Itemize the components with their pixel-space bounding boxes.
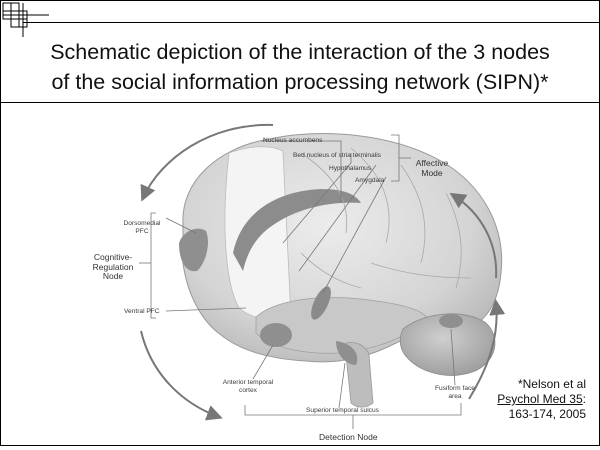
label-dorsomedial-pfc: Dorsomedial PFC	[123, 220, 161, 235]
citation-line-1: *Nelson et al	[517, 377, 586, 391]
label-fusiform-face-area: Fusiform face area	[435, 385, 475, 400]
label-affective-mode: Affective Mode	[415, 158, 449, 178]
label-detection-node: Detection Node	[319, 432, 378, 442]
dorsomedial-pfc-region	[179, 228, 208, 272]
sulci	[300, 147, 472, 289]
citation-line-3: 163-174, 2005	[508, 407, 586, 421]
citation: *Nelson et al Psychol Med 35: 163-174, 2…	[456, 377, 586, 422]
citation-line-2: Psychol Med 35:	[497, 392, 586, 406]
label-superior-temporal-sulcus: Superior temporal sulcus	[306, 407, 379, 414]
label-cognitive-regulation-node: Cognitive- Regulation Node	[92, 252, 134, 281]
title-line-2: of the social information processing net…	[51, 70, 549, 94]
title-line-1: Schematic depiction of the interaction o…	[50, 40, 550, 64]
title-bottom-rule	[1, 102, 599, 103]
slide-title: Schematic depiction of the interaction o…	[1, 37, 599, 97]
label-hypothalamus: Hypothalamus	[329, 165, 372, 172]
anterior-temporal-region	[260, 323, 292, 347]
superior-temporal-region	[336, 341, 358, 365]
fusiform-face-region	[439, 314, 463, 328]
label-amygdala: Amygdala	[355, 177, 385, 184]
brain-illustration	[139, 123, 506, 429]
sipn-brain-diagram: Nucleus accumbens Bed nucleus of stria t…	[1, 103, 599, 445]
citation-journal-link[interactable]: Psychol Med 35	[497, 392, 583, 406]
title-top-rule	[23, 22, 599, 23]
corpus-callosum	[233, 189, 361, 271]
label-ventral-pfc: Ventral PFC	[124, 308, 160, 315]
label-bed-nucleus: Bed nucleus of stria terminalis	[293, 152, 381, 159]
label-anterior-temporal-cortex: Anterior temporal cortex	[222, 379, 274, 394]
label-nucleus-accumbens: Nucleus accumbens	[263, 137, 323, 144]
amygdala-region	[311, 286, 331, 320]
cerebellum	[399, 313, 496, 376]
grid-decoration-icon	[2, 2, 49, 37]
